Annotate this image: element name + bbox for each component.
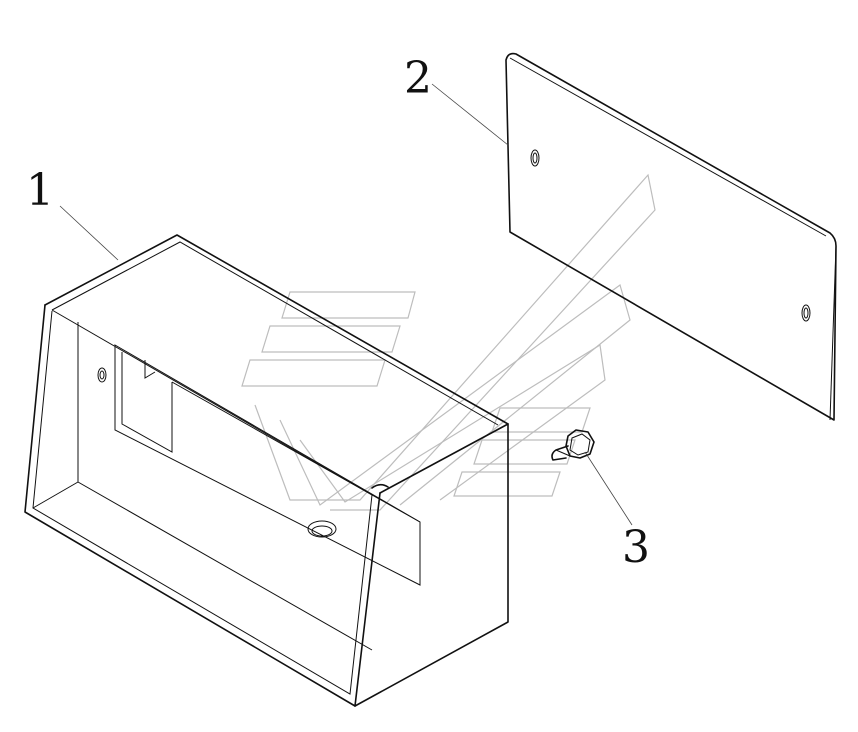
- housing-part: [24, 234, 509, 707]
- mounting-plate-part: [505, 52, 837, 421]
- leader-2: [431, 83, 509, 146]
- callout-2: 2: [404, 53, 432, 104]
- callout-1: 1: [26, 165, 54, 216]
- leader-3: [584, 451, 633, 526]
- bolt-part: [551, 429, 595, 461]
- leader-1: [59, 205, 119, 261]
- callout-3: 3: [622, 522, 650, 573]
- leader-lines: [59, 83, 633, 526]
- watermark-logo: [241, 173, 656, 511]
